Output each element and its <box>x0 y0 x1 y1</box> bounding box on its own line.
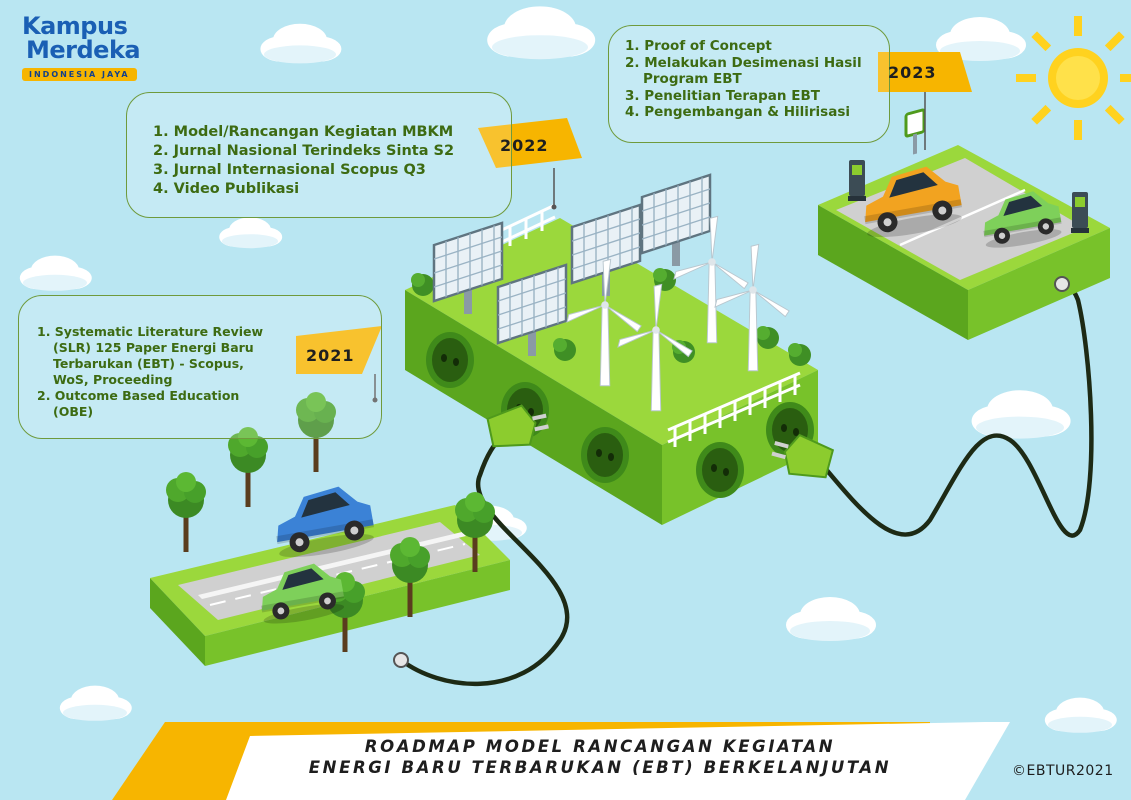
milestone-2023: 1. Proof of Concept 2. Melakukan Desimen… <box>608 25 890 143</box>
cloud-icon <box>487 6 596 60</box>
logo-tagline: INDONESIA JAYA <box>22 68 137 81</box>
cloud-icon <box>1044 697 1117 733</box>
year-banner-2023 <box>878 52 972 150</box>
milestone-list: 1. Model/Rancangan Kegiatan MBKM 2. Jurn… <box>153 123 454 199</box>
list-item: 2. Melakukan Desimenasi Hasil <box>625 54 862 71</box>
kampus-merdeka-logo: Kampus Merdeka INDONESIA JAYA <box>22 14 172 81</box>
title-line1: ROADMAP MODEL RANCANGAN KEGIATAN <box>364 737 836 756</box>
socket-icon <box>581 427 629 483</box>
year-label-2023: 2023 <box>888 63 937 82</box>
page-title: ROADMAP MODEL RANCANGAN KEGIATAN ENERGI … <box>240 736 960 778</box>
list-item: WoS, Proceeding <box>53 372 173 387</box>
logo-line2: Merdeka <box>26 36 141 64</box>
fence <box>667 371 801 447</box>
list-item: 3. Penelitian Terapan EBT <box>625 87 820 104</box>
list-item: Terbarukan (EBT) - Scopus, <box>53 356 244 371</box>
list-item: 1. Model/Rancangan Kegiatan MBKM <box>153 124 454 140</box>
year-label-2021: 2021 <box>306 346 355 365</box>
year-banner-2022 <box>478 118 582 210</box>
cloud-icon <box>260 23 342 64</box>
year-banner-2021 <box>296 326 382 403</box>
charging-station-icon <box>1071 192 1089 233</box>
cloud-icon <box>219 217 283 249</box>
socket-icon <box>696 442 744 498</box>
milestone-list: 1. Systematic Literature Review (SLR) 12… <box>37 324 263 420</box>
milestone-list: 1. Proof of Concept 2. Melakukan Desimen… <box>625 38 862 121</box>
list-item: 1. Systematic Literature Review <box>37 324 264 339</box>
sun-icon <box>1016 16 1131 140</box>
socket-small <box>1054 276 1070 292</box>
socket-small <box>393 652 409 668</box>
list-item: 4. Video Publikasi <box>153 181 300 197</box>
copyright-text: ©EBTUR2021 <box>1012 763 1114 779</box>
tree-icon <box>166 472 206 552</box>
tree-icon <box>228 427 268 507</box>
list-item: 1. Proof of Concept <box>625 38 772 54</box>
list-item: 2. Jurnal Nasional Terindeks Sinta S2 <box>153 143 455 159</box>
charge-sign <box>904 108 926 155</box>
socket-icon <box>426 332 474 388</box>
cloud-icon <box>19 255 92 291</box>
cloud-icon <box>971 390 1071 439</box>
cloud-icon <box>59 685 132 721</box>
year-label-2022: 2022 <box>500 136 549 155</box>
title-line2: ENERGI BARU TERBARUKAN (EBT) BERKELANJUT… <box>308 758 892 777</box>
list-item: Program EBT <box>643 71 742 87</box>
cloud-icon <box>786 597 876 641</box>
list-item: (SLR) 125 Paper Energi Baru <box>53 340 254 355</box>
charging-station-icon <box>848 160 866 201</box>
power-cable <box>399 430 570 687</box>
list-item: 3. Jurnal Internasional Scopus Q3 <box>153 162 426 178</box>
footer-banner <box>112 722 1010 800</box>
power-cable <box>818 281 1094 538</box>
list-item: 4. Pengembangan & Hilirisasi <box>625 104 850 120</box>
logo-line1: Kampus <box>22 12 128 40</box>
solar-panel-icon <box>640 173 712 268</box>
list-item: 2. Outcome Based Education <box>37 388 240 403</box>
list-item: (OBE) <box>53 404 94 419</box>
milestone-2021: 1. Systematic Literature Review (SLR) 12… <box>18 295 382 439</box>
milestone-2022: 1. Model/Rancangan Kegiatan MBKM 2. Jurn… <box>126 92 512 218</box>
